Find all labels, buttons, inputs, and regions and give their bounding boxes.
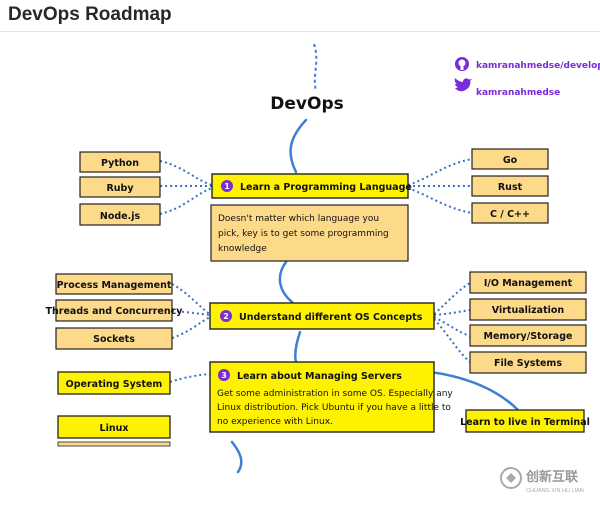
github-handle: kamranahmedse/develope (476, 61, 600, 71)
topic-threads-concurrency[interactable]: Threads and Concurrency (46, 299, 184, 322)
spine-dashed (313, 43, 318, 91)
topic-ruby[interactable]: Ruby (79, 176, 161, 198)
page-title: DevOps Roadmap (8, 4, 172, 25)
svg-text:Memory/Storage: Memory/Storage (484, 331, 573, 342)
svg-text:Rust: Rust (498, 182, 523, 193)
svg-text:I/O Management: I/O Management (484, 278, 573, 289)
step2-right-topics: I/O Management Virtualization Memory/Sto… (469, 271, 587, 374)
topic-learn-terminal[interactable]: Learn to live in Terminal (460, 409, 590, 433)
watermark-brand: 创新互联 (525, 469, 578, 484)
diagram-title: DevOps (270, 94, 343, 114)
step3-connectors (169, 373, 211, 383)
topic-go[interactable]: Go (471, 148, 549, 170)
topic-io-management[interactable]: I/O Management (469, 271, 587, 294)
step2-left-topics: Process Management Threads and Concurren… (46, 273, 184, 350)
twitter-icon (454, 78, 472, 92)
svg-text:Virtualization: Virtualization (492, 305, 565, 316)
svg-text:Ruby: Ruby (106, 183, 134, 194)
svg-text:Go: Go (503, 155, 518, 166)
svg-text:knowledge: knowledge (218, 244, 267, 254)
topic-python[interactable]: Python (79, 151, 161, 173)
step3-label: Learn about Managing Servers (237, 371, 402, 382)
step2-number: 2 (223, 312, 229, 321)
svg-text:Learn to live in Terminal: Learn to live in Terminal (460, 417, 590, 428)
step1-box[interactable]: 1 Learn a Programming Language (211, 173, 412, 199)
step2-connectors (171, 282, 471, 363)
watermark-sub: CHUANG XIN HU LIAN (526, 488, 584, 494)
svg-text:C / C++: C / C++ (490, 209, 530, 220)
topic-linux[interactable]: Linux (57, 415, 171, 439)
svg-text:Operating System: Operating System (66, 379, 163, 390)
step3-description-line3: no experience with Linux. (217, 417, 333, 427)
topic-virtualization[interactable]: Virtualization (469, 298, 587, 321)
step2-box[interactable]: 2 Understand different OS Concepts (209, 302, 435, 330)
topic-rust[interactable]: Rust (471, 175, 549, 197)
svg-text:Threads and Concurrency: Threads and Concurrency (46, 306, 184, 317)
step1-label: Learn a Programming Language (240, 182, 412, 193)
svg-text:Linux: Linux (100, 423, 129, 434)
svg-text:pick, key is to get some progr: pick, key is to get some programming (218, 229, 389, 239)
spine-line (230, 118, 520, 474)
step1-description: Doesn't matter which language you pick, … (210, 204, 409, 262)
step1-number: 1 (224, 182, 230, 191)
svg-text:Sockets: Sockets (93, 334, 135, 345)
topic-sockets[interactable]: Sockets (55, 327, 173, 350)
step3-number: 3 (221, 371, 227, 380)
topic-nodejs[interactable]: Node.js (79, 203, 161, 226)
topic-operating-system[interactable]: Operating System (57, 371, 171, 395)
watermark: 创新互联 CHUANG XIN HU LIAN (500, 467, 584, 494)
step1-right-topics: Go Rust C / C++ (471, 148, 549, 224)
linux-sub-edge (57, 441, 171, 447)
svg-text:Node.js: Node.js (100, 211, 141, 222)
title-divider (0, 31, 600, 32)
topic-process-management[interactable]: Process Management (55, 273, 173, 295)
svg-text:Process Management: Process Management (57, 280, 172, 291)
step1-connectors (159, 158, 473, 215)
topic-memory-storage[interactable]: Memory/Storage (469, 324, 587, 347)
twitter-handle: kamranahmedse (476, 88, 560, 98)
roadmap-diagram: DevOps kamranahmedse/develope kamranahme… (0, 32, 600, 503)
step2-label: Understand different OS Concepts (239, 312, 423, 323)
svg-text:Doesn't matter which language: Doesn't matter which language you (218, 214, 379, 224)
svg-text:Python: Python (101, 158, 139, 169)
step1-left-topics: Python Ruby Node.js (79, 151, 161, 226)
svg-text:File Systems: File Systems (494, 358, 562, 369)
step3-box[interactable]: 3 Learn about Managing Servers Get some … (209, 361, 453, 433)
topic-c-cpp[interactable]: C / C++ (471, 202, 549, 224)
topic-file-systems[interactable]: File Systems (469, 351, 587, 374)
step3-description-line1: Get some administration in some OS. Espe… (217, 389, 453, 399)
step3-description-line2: Linux distribution. Pick Ubuntu if you h… (217, 403, 451, 413)
github-icon (455, 57, 469, 71)
